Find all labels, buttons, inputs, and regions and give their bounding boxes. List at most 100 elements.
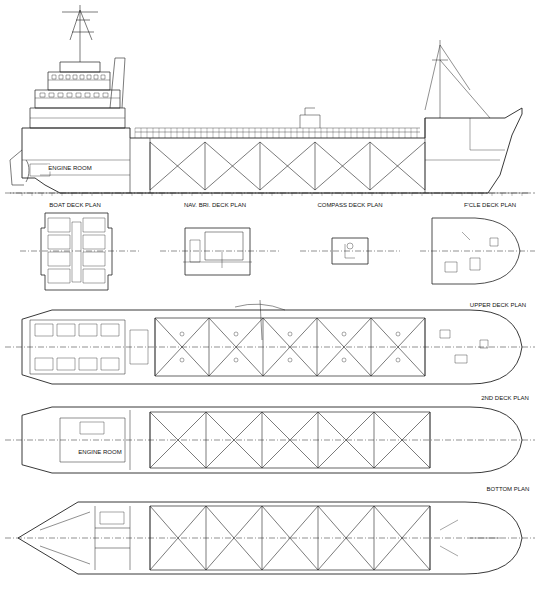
line-work — [40, 506, 130, 570]
line-work — [182, 193, 183, 196]
line-work — [234, 358, 238, 362]
line-work — [387, 128, 388, 138]
line-work — [48, 269, 70, 283]
line-work — [522, 193, 523, 196]
line-work — [48, 252, 70, 266]
line-work — [102, 193, 103, 196]
line-work — [135, 128, 136, 138]
line-work — [312, 193, 313, 196]
plan-title: COMPASS DECK PLAN — [316, 202, 383, 209]
line-work — [261, 128, 262, 138]
line-work — [322, 193, 323, 196]
line-work — [357, 128, 358, 138]
line-work — [80, 75, 84, 79]
line-work — [300, 251, 400, 252]
line-work — [87, 75, 91, 79]
line-work — [381, 128, 382, 138]
line-work — [122, 193, 123, 196]
line-work — [232, 193, 233, 196]
line-work — [231, 128, 232, 138]
line-work — [234, 332, 238, 336]
line-work — [201, 128, 202, 138]
line-work — [422, 193, 423, 196]
line-work — [57, 358, 75, 370]
line-work — [92, 193, 93, 196]
line-work — [40, 93, 45, 97]
line-work — [273, 128, 274, 138]
line-work — [332, 238, 368, 264]
line-work — [432, 218, 520, 284]
line-work — [130, 118, 425, 193]
line-work — [267, 128, 268, 138]
line-work — [300, 108, 320, 128]
line-work — [375, 128, 376, 138]
line-work — [502, 193, 503, 196]
line-work — [362, 193, 363, 196]
line-work — [285, 128, 286, 138]
line-work — [83, 218, 105, 232]
line-work — [150, 506, 430, 570]
line-work — [482, 193, 483, 196]
line-work — [347, 243, 353, 249]
line-work — [243, 128, 244, 138]
line-work — [297, 128, 298, 138]
line-work — [153, 128, 154, 138]
line-work — [147, 128, 148, 138]
line-work — [492, 193, 493, 196]
line-work — [62, 193, 63, 196]
line-work — [345, 244, 355, 258]
line-work — [392, 193, 393, 196]
line-work — [432, 193, 433, 196]
line-work — [411, 128, 412, 138]
plan-title: F'CLE DECK PLAN — [463, 202, 517, 209]
line-work — [172, 193, 173, 196]
line-work — [73, 75, 77, 79]
line-work — [67, 93, 72, 97]
line-work — [402, 193, 403, 196]
line-work — [62, 5, 98, 62]
line-work — [42, 193, 43, 196]
line-work — [112, 193, 113, 196]
line-work — [30, 320, 125, 374]
line-work — [345, 128, 346, 138]
plan-title: BOAT DECK PLAN — [48, 202, 101, 209]
line-work — [425, 118, 505, 160]
line-work — [382, 193, 383, 196]
line-work — [332, 193, 333, 196]
line-work — [369, 128, 370, 138]
line-work — [130, 330, 148, 364]
line-work — [235, 300, 285, 340]
line-work — [309, 128, 310, 138]
line-work — [351, 128, 352, 138]
line-work — [165, 128, 166, 138]
line-work — [272, 193, 273, 196]
line-work — [59, 75, 63, 79]
line-work — [333, 128, 334, 138]
line-work — [190, 240, 200, 262]
line-work — [150, 412, 430, 468]
line-work — [83, 252, 105, 266]
line-work — [242, 193, 243, 196]
line-work — [5, 347, 535, 348]
line-work — [72, 193, 73, 196]
line-work — [205, 232, 243, 260]
line-work — [237, 128, 238, 138]
line-work — [58, 93, 63, 97]
line-work — [94, 93, 99, 97]
line-work — [150, 506, 430, 570]
line-work — [342, 358, 346, 362]
line-work — [35, 90, 120, 108]
line-work — [440, 330, 488, 363]
line-work — [292, 193, 293, 196]
line-work — [183, 128, 184, 138]
line-work — [82, 193, 83, 196]
line-work — [303, 128, 304, 138]
line-work — [189, 128, 190, 138]
line-work — [219, 128, 220, 138]
line-work — [49, 93, 54, 97]
plan-title: ENGINE ROOM — [47, 165, 92, 172]
line-work — [101, 75, 105, 79]
line-work — [393, 128, 394, 138]
line-work — [342, 332, 346, 336]
line-work — [327, 128, 328, 138]
